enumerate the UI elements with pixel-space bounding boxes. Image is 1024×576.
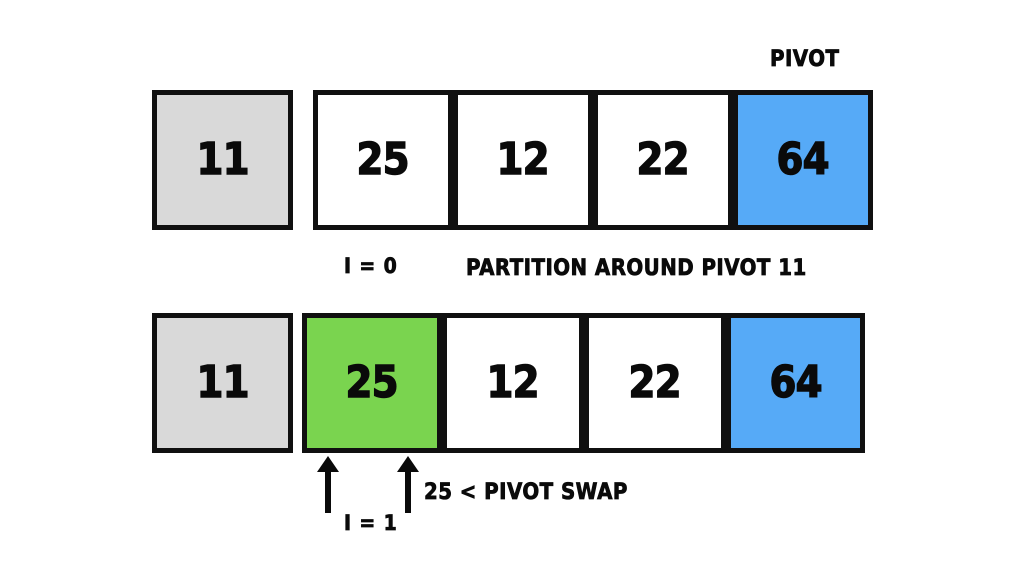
row2-cell-2: 12 — [442, 313, 584, 453]
row2-cell-3-value: 22 — [628, 357, 682, 408]
row1-cell-2: 12 — [453, 90, 593, 230]
row1-cell-3-value: 22 — [636, 134, 690, 185]
row1-cell-2-value: 12 — [496, 134, 550, 185]
row1-cell-1: 25 — [313, 90, 453, 230]
row2-cell-4-pivot: 64 — [726, 313, 865, 453]
row2-cell-4-value: 64 — [769, 357, 823, 408]
row1-cell-4-pivot: 64 — [733, 90, 873, 230]
row1-cell-1-value: 25 — [356, 134, 410, 185]
row1-index-label: I = 0 — [344, 254, 398, 279]
row2-cell-0: 11 — [152, 313, 293, 453]
swap-pointer-arrow-icon — [395, 455, 421, 513]
row2-cell-1-value: 25 — [345, 357, 399, 408]
row1-cell-0-value: 11 — [196, 134, 250, 185]
row2-cell-2-value: 12 — [486, 357, 540, 408]
swap-note-label: 25 < PIVOT SWAP — [424, 480, 628, 506]
row2-cell-3: 22 — [584, 313, 726, 453]
row2-cell-1-swapped: 25 — [302, 313, 442, 453]
row1-cell-4-value: 64 — [776, 134, 830, 185]
pivot-label: PIVOT — [770, 47, 840, 73]
i-pointer-arrow-icon — [315, 455, 341, 513]
partition-caption: PARTITION AROUND PIVOT 11 — [466, 256, 807, 282]
row1-cell-3: 22 — [593, 90, 733, 230]
row2-index-label: I = 1 — [344, 511, 398, 536]
row2-cell-0-value: 11 — [196, 357, 250, 408]
row1-cell-0: 11 — [152, 90, 293, 230]
